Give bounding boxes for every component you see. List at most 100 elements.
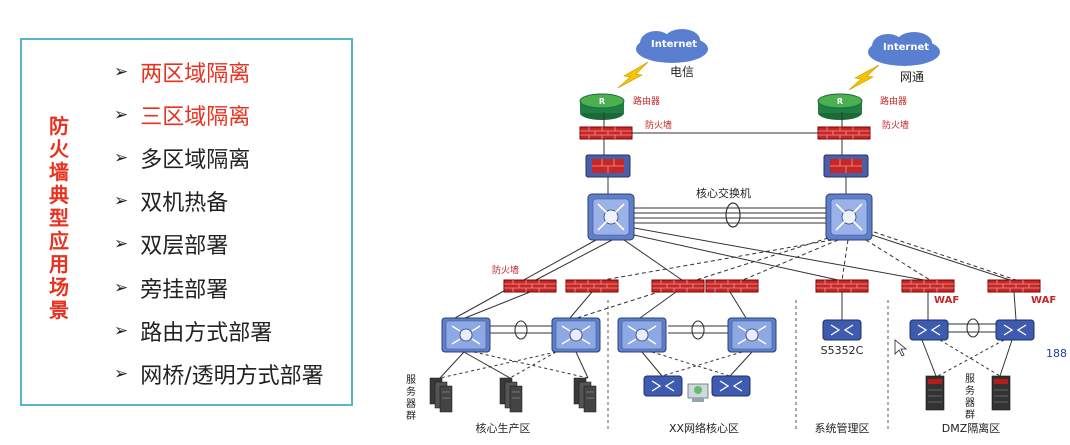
vertical-title: 防火墙典型应用场景 bbox=[49, 114, 69, 322]
list-item[interactable]: ➢ 双机热备 bbox=[114, 180, 324, 223]
server-icon bbox=[991, 375, 1011, 411]
router-icon bbox=[579, 93, 625, 121]
zone4-dashed bbox=[937, 339, 1005, 377]
switch-icon bbox=[441, 317, 491, 353]
arrow-bullet-icon: ➢ bbox=[114, 277, 129, 298]
list-item-label: 三区域隔离 bbox=[140, 104, 251, 130]
svg-text:务: 务 bbox=[406, 385, 416, 398]
svg-text:群: 群 bbox=[406, 409, 416, 422]
list-item[interactable]: ➢ 网桥/透明方式部署 bbox=[114, 352, 324, 395]
link-aggregation-icon bbox=[514, 320, 528, 340]
svg-text:服: 服 bbox=[965, 373, 975, 385]
access-switch-icon bbox=[643, 375, 683, 397]
server-icon bbox=[925, 375, 945, 411]
link-aggregation-icon bbox=[725, 202, 741, 228]
uplinks bbox=[603, 112, 847, 194]
list-item[interactable]: ➢ 三区域隔离 bbox=[114, 93, 324, 136]
list-item-label: 路由方式部署 bbox=[140, 320, 273, 346]
firewall-device-icon bbox=[585, 154, 631, 178]
server-icon bbox=[573, 377, 597, 413]
svg-text:群: 群 bbox=[965, 408, 975, 421]
s5352c-label: S5352C bbox=[821, 344, 864, 357]
arrow-bullet-icon: ➢ bbox=[114, 191, 129, 212]
lightning-icon bbox=[617, 61, 649, 89]
arrow-bullet-icon: ➢ bbox=[114, 147, 129, 168]
firewall-icon bbox=[817, 126, 871, 140]
firewall-label: 防火墙 bbox=[492, 264, 519, 276]
list-item-label: 两区域隔离 bbox=[140, 61, 251, 87]
switch-icon bbox=[727, 317, 777, 353]
internet-label: Internet bbox=[883, 42, 929, 53]
core-switch-label: 核心交换机 bbox=[696, 186, 751, 200]
list-item[interactable]: ➢ 多区域隔离 bbox=[114, 136, 324, 179]
scenario-panel bbox=[20, 38, 353, 406]
zone-label: 核心生产区 bbox=[476, 421, 531, 435]
arrow-bullet-icon: ➢ bbox=[114, 320, 129, 341]
server-icon bbox=[429, 377, 453, 413]
firewall-icon bbox=[651, 279, 705, 293]
router-label: 路由器 bbox=[880, 95, 907, 107]
svg-text:服: 服 bbox=[406, 374, 416, 386]
internet-label: Internet bbox=[651, 39, 697, 50]
internet-cloud-right: Internet bbox=[868, 32, 940, 66]
arrow-bullet-icon: ➢ bbox=[114, 61, 129, 82]
core-downlinks-dashed bbox=[554, 231, 1017, 326]
list-item[interactable]: ➢ 双层部署 bbox=[114, 223, 324, 266]
access-switch-icon bbox=[711, 375, 751, 397]
server-icon bbox=[499, 377, 523, 413]
list-item-label: 多区域隔离 bbox=[140, 147, 251, 173]
core-switch-icon bbox=[825, 193, 873, 241]
switch-icon bbox=[995, 319, 1035, 341]
zone2-links bbox=[639, 291, 753, 377]
internet-cloud-left: Internet bbox=[636, 29, 708, 63]
firewall-icon bbox=[901, 279, 955, 293]
zone1-dashed bbox=[439, 351, 589, 379]
server-group-label: 服 务 器 群 bbox=[965, 373, 975, 421]
firewall-icon bbox=[503, 279, 557, 293]
zone-label: DMZ隔离区 bbox=[942, 421, 1001, 435]
list-item-label: 旁挂部署 bbox=[140, 277, 229, 303]
zone1-links bbox=[439, 291, 593, 379]
server-group-label: 服 务 器 群 bbox=[406, 374, 416, 422]
mouse-cursor-icon bbox=[894, 339, 908, 357]
waf-label: WAF bbox=[934, 295, 959, 306]
firewall-icon bbox=[815, 279, 869, 293]
s5352c-switch-icon bbox=[822, 319, 862, 341]
list-item-label: 网桥/透明方式部署 bbox=[140, 363, 324, 389]
link-aggregation-icon bbox=[691, 320, 705, 340]
zone-separators bbox=[607, 300, 889, 432]
list-item[interactable]: ➢ 旁挂部署 bbox=[114, 266, 324, 309]
list-item[interactable]: ➢ 路由方式部署 bbox=[114, 309, 324, 352]
switch-icon bbox=[617, 317, 667, 353]
zone2-dashed bbox=[651, 351, 743, 377]
list-item-label: 双机热备 bbox=[140, 191, 229, 217]
svg-text:务: 务 bbox=[965, 384, 975, 397]
core-downlinks bbox=[454, 227, 1011, 319]
list-item-label: 双层部署 bbox=[140, 234, 229, 260]
lightning-icon bbox=[848, 64, 880, 91]
zone4-links bbox=[921, 291, 1017, 377]
isp-unicom-label: 网通 bbox=[900, 70, 924, 84]
scenario-list: ➢ 两区域隔离 ➢ 三区域隔离 ➢ 多区域隔离 ➢ 双机热备 ➢ 双层部署 ➢ 旁挂部署 ➢… bbox=[114, 50, 324, 396]
firewall-label: 防火墙 bbox=[645, 119, 672, 131]
isp-telecom-label: 电信 bbox=[670, 65, 694, 79]
router-icon bbox=[817, 93, 863, 121]
waf-label: WAF bbox=[1031, 295, 1056, 306]
arrow-bullet-icon: ➢ bbox=[114, 234, 129, 255]
arrow-bullet-icon: ➢ bbox=[114, 104, 129, 125]
page-number: 188 bbox=[1046, 347, 1067, 360]
core-switch-icon bbox=[587, 193, 635, 241]
list-item[interactable]: ➢ 两区域隔离 bbox=[114, 50, 324, 93]
zone-label: 系统管理区 bbox=[815, 421, 870, 435]
switch-icon bbox=[551, 317, 601, 353]
network-monitor-icon bbox=[687, 383, 709, 402]
firewall-icon bbox=[565, 279, 619, 293]
network-diagram: R Internet Inter bbox=[406, 29, 1056, 435]
link-aggregation-icon bbox=[966, 318, 980, 338]
firewall-label: 防火墙 bbox=[882, 119, 909, 131]
firewall-icon bbox=[705, 279, 759, 293]
arrow-bullet-icon: ➢ bbox=[114, 363, 129, 384]
firewall-icon bbox=[987, 279, 1041, 293]
core-trunk bbox=[634, 207, 826, 224]
switch-icon bbox=[909, 319, 949, 341]
